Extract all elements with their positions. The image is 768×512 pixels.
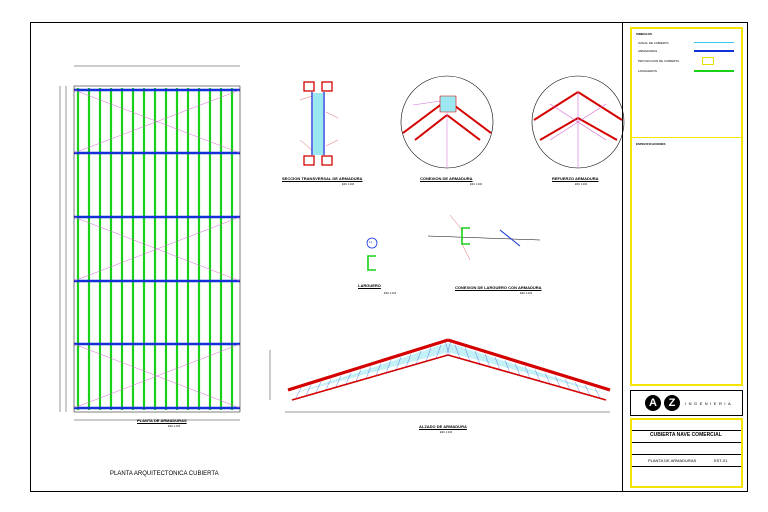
connection-caption: CONEXION DE ARMADURA <box>420 176 473 181</box>
web-member <box>544 372 551 385</box>
bracing-line <box>73 89 241 154</box>
purlin-scale: ESC 1:100 <box>384 292 397 295</box>
elevation-scale: ESC 1:100 <box>440 431 453 434</box>
tb-rule-2 <box>632 442 741 443</box>
web-member <box>335 375 342 387</box>
tb-rule-1 <box>632 430 741 431</box>
web-member <box>345 372 352 385</box>
section-scale: ESC 1:100 <box>342 183 355 186</box>
web-member <box>385 360 392 373</box>
plan-trusses <box>74 88 240 410</box>
logo-box: A Z INGENIERIA <box>630 390 743 416</box>
logo-letter-z: Z <box>664 395 680 411</box>
plan-bracing <box>73 89 241 409</box>
web-member <box>524 366 531 379</box>
web-member <box>534 369 541 382</box>
web-member <box>584 384 591 396</box>
elevation-caption: ALZADO DE ARMADURA <box>419 424 467 429</box>
legend-swatch-truss <box>694 50 734 52</box>
web-member <box>425 347 432 362</box>
purlin-connection-scale: ESC 1:100 <box>520 292 533 295</box>
web-member <box>375 363 382 376</box>
bracing-line <box>73 343 241 409</box>
sheet-number: EST-01 <box>714 458 728 463</box>
purlin-connection-caption: CONEXION DE LARGUERO CON ARMADURA <box>455 285 542 290</box>
web-member <box>395 356 402 371</box>
reinforcement-caption: REFUERZO ARMADURA <box>552 176 599 181</box>
title-block-body: CUBIERTA NAVE COMERCIAL PLANTA DE ARMADU… <box>630 418 743 488</box>
plan-purlins <box>76 88 234 410</box>
web-member <box>494 356 501 371</box>
bracing-line <box>73 216 241 282</box>
plan-scale: ESC 1:100 <box>168 425 181 428</box>
web-member <box>405 353 412 368</box>
tb-rule-3 <box>632 454 741 455</box>
title-block: A Z INGENIERIA CUBIERTA NAVE COMERCIAL P… <box>630 390 743 488</box>
legend-item-purlin: LARGUEROS <box>638 69 657 73</box>
web-member <box>435 344 442 359</box>
purlin-marker: L1 <box>369 241 372 244</box>
purlin-caption: LARGUERO <box>358 283 381 288</box>
web-member <box>365 366 372 379</box>
web-member <box>594 387 601 399</box>
web-member <box>454 344 461 359</box>
legend-divider <box>632 137 741 138</box>
web-member <box>315 381 322 393</box>
sheet-title: PLANTA ARQUITECTONICA CUBIERTA <box>110 471 219 477</box>
logo-letter-a: A <box>645 395 661 411</box>
title-column-divider <box>622 22 748 492</box>
legend-title: SIMBOLOS <box>636 32 653 36</box>
section-caption: SECCION TRANSVERSAL DE ARMADURA <box>282 176 363 181</box>
web-member <box>295 387 302 399</box>
legend-swatch-gutter <box>694 42 734 44</box>
plan-dimension-lines <box>59 65 240 421</box>
web-member <box>574 381 581 393</box>
legend-swatch-projection <box>702 57 714 65</box>
web-member <box>415 350 422 365</box>
web-member <box>554 375 561 387</box>
web-member <box>325 378 332 390</box>
plan-caption: PLANTA DE ARMADURAS <box>137 418 187 423</box>
legend-swatch-purlin <box>694 70 734 72</box>
drawing-sheet <box>30 22 748 492</box>
web-member <box>514 363 521 376</box>
plan-outline <box>73 85 241 413</box>
web-member <box>484 353 491 368</box>
legend-item-gutter: CANAL DE CUBIERTA <box>638 41 669 45</box>
web-member <box>504 360 511 373</box>
web-member <box>464 347 471 362</box>
reinforcement-scale: ESC 1:100 <box>575 183 588 186</box>
project-name: CUBIERTA NAVE COMERCIAL <box>650 432 722 438</box>
web-member <box>444 341 451 357</box>
firm-name: INGENIERIA <box>685 401 734 406</box>
web-member <box>355 369 362 382</box>
web-member <box>305 384 312 396</box>
legend-panel: SIMBOLOS CANAL DE CUBIERTA ARMADURAS PRO… <box>630 27 743 386</box>
notes-title: ESPECIFICACIONES <box>636 142 666 146</box>
legend-item-projection: PROYECCION DE CUBIERTA <box>638 59 679 63</box>
tb-rule-4 <box>632 466 741 467</box>
legend-item-truss: ARMADURAS <box>638 49 658 53</box>
connection-scale: ESC 1:100 <box>470 183 483 186</box>
elevation-web-members <box>295 341 601 399</box>
web-member <box>474 350 481 365</box>
web-member <box>564 378 571 390</box>
web-member <box>445 341 452 357</box>
sheet-name: PLANTA DE ARMADURAS <box>648 458 697 463</box>
